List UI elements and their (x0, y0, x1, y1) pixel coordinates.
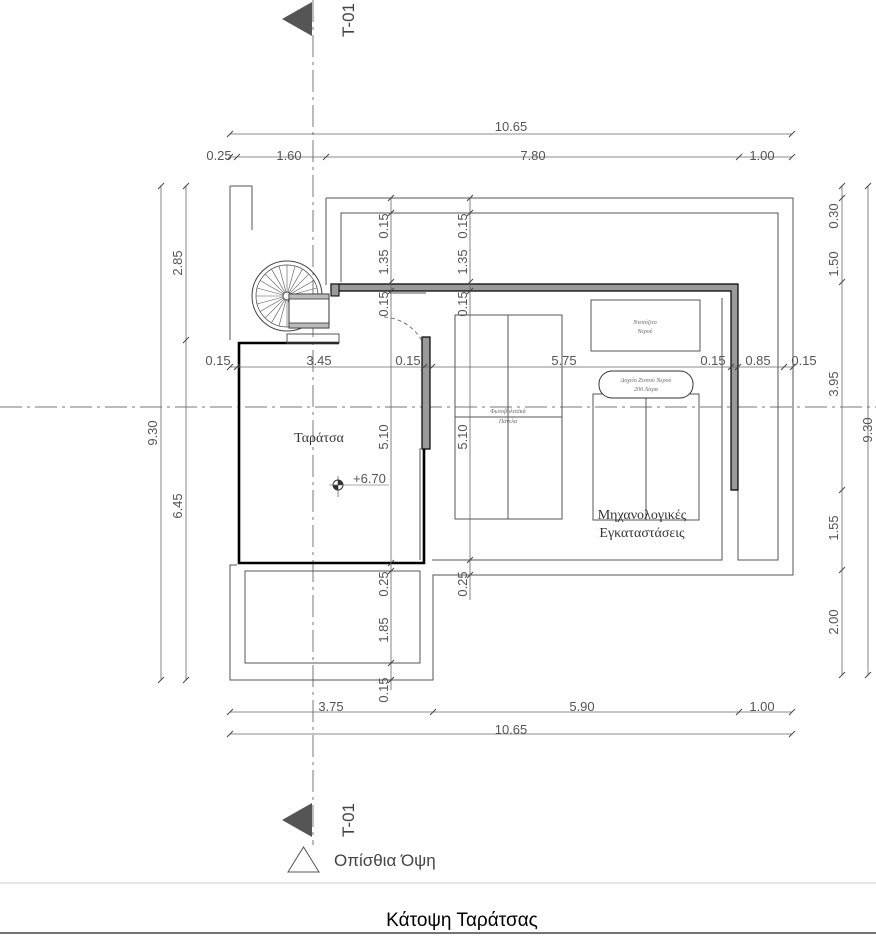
dim-bottom-c: 1.00 (749, 699, 774, 714)
hot-water-label-line2: 200 Λίτρα (634, 387, 659, 393)
dim-col1-c: 0.15 (376, 291, 391, 316)
door-swing (383, 316, 423, 342)
dim-bottom-a: 3.75 (318, 699, 343, 714)
drawing-title: Κάτοψη Ταράτσας (386, 910, 538, 931)
dim-col1-f: 1.85 (376, 617, 391, 642)
water-tank (590, 299, 701, 352)
dim-col2-c: 0.15 (455, 291, 470, 316)
hot-water-tank (598, 370, 694, 399)
view-triangle-icon (287, 846, 320, 873)
dimension-lines (160, 133, 869, 735)
dim-right-total: 9.30 (860, 417, 875, 442)
section-marker-top-icon (282, 2, 312, 36)
dim-row-b: 3.45 (306, 353, 331, 368)
dim-left-b: 6.45 (170, 493, 185, 518)
water-tank-label-line1: Ντεπόζιτο (632, 319, 657, 326)
dim-col1-a: 0.15 (376, 213, 391, 238)
section-marker-top-label: T-01 (339, 3, 358, 37)
lower-room (244, 570, 421, 664)
dim-col1-d: 5.10 (376, 424, 391, 449)
dim-bottom-b: 5.90 (569, 699, 594, 714)
dim-right-d: 1.55 (826, 515, 841, 540)
level-marker-icon (329, 476, 389, 497)
spiral-staircase (251, 260, 330, 332)
level-value: +6.70 (353, 471, 386, 486)
dim-row-g: 0.15 (791, 353, 816, 368)
section-marker-bottom-label: T-01 (339, 803, 358, 837)
dim-row-e: 0.15 (700, 353, 725, 368)
mechanical-room-label-line1: Μηχανολογικές (598, 508, 687, 523)
terrace-outline (237, 341, 426, 565)
mechanical-room-label-line2: Εγκαταστάσεις (599, 526, 685, 541)
pv-label-line2: Πάνελα (498, 419, 518, 425)
inner-parapet (340, 212, 779, 561)
stair-wall-outline (230, 185, 253, 230)
building-outline (229, 197, 794, 681)
dim-col1-b: 1.35 (376, 249, 391, 274)
dim-row-c: 0.15 (395, 353, 420, 368)
pv-label-line1: Φωτοβολταϊκά (490, 409, 526, 415)
wall-segment (421, 336, 431, 450)
dim-col2-d: 5.10 (455, 424, 470, 449)
dim-col1-e: 0.25 (376, 571, 391, 596)
dim-col2-a: 0.15 (455, 213, 470, 238)
inner-parapet (432, 298, 723, 561)
dim-top-c: 7.80 (520, 148, 545, 163)
terrace-label: Ταράτσα (294, 431, 344, 446)
dim-top-d: 1.00 (749, 148, 774, 163)
dim-row-d: 5.75 (551, 353, 576, 368)
dimension-ticks (157, 130, 872, 738)
wall-segment (330, 283, 340, 297)
section-marker-bottom-icon (282, 803, 312, 837)
dim-col2-e: 0.25 (455, 571, 470, 596)
dim-bottom-total: 10.65 (495, 722, 528, 737)
dim-top-a: 0.25 (206, 148, 231, 163)
view-label: Οπίσθια Όψη (334, 851, 436, 870)
dim-right-e: 2.00 (826, 609, 841, 634)
water-tank-label-line2: Νερού (637, 329, 653, 335)
dim-row-f: 0.85 (745, 353, 770, 368)
stair-landing (286, 333, 340, 344)
dim-left-total: 9.30 (145, 420, 160, 445)
hot-water-label-line1: Δοχείο Ζεστού Νερού (620, 378, 672, 384)
dim-col1-g: 0.15 (376, 677, 391, 702)
photovoltaic-panels (454, 314, 563, 520)
dim-top-total: 10.65 (495, 119, 528, 134)
dim-right-c: 3.95 (826, 371, 841, 396)
dim-right-a: 0.30 (826, 203, 841, 228)
dim-row-a: 0.15 (205, 353, 230, 368)
dim-right-b: 1.50 (826, 251, 841, 276)
dim-col2-b: 1.35 (455, 249, 470, 274)
dim-top-b: 1.60 (276, 148, 301, 163)
dim-left-a: 2.85 (170, 250, 185, 275)
